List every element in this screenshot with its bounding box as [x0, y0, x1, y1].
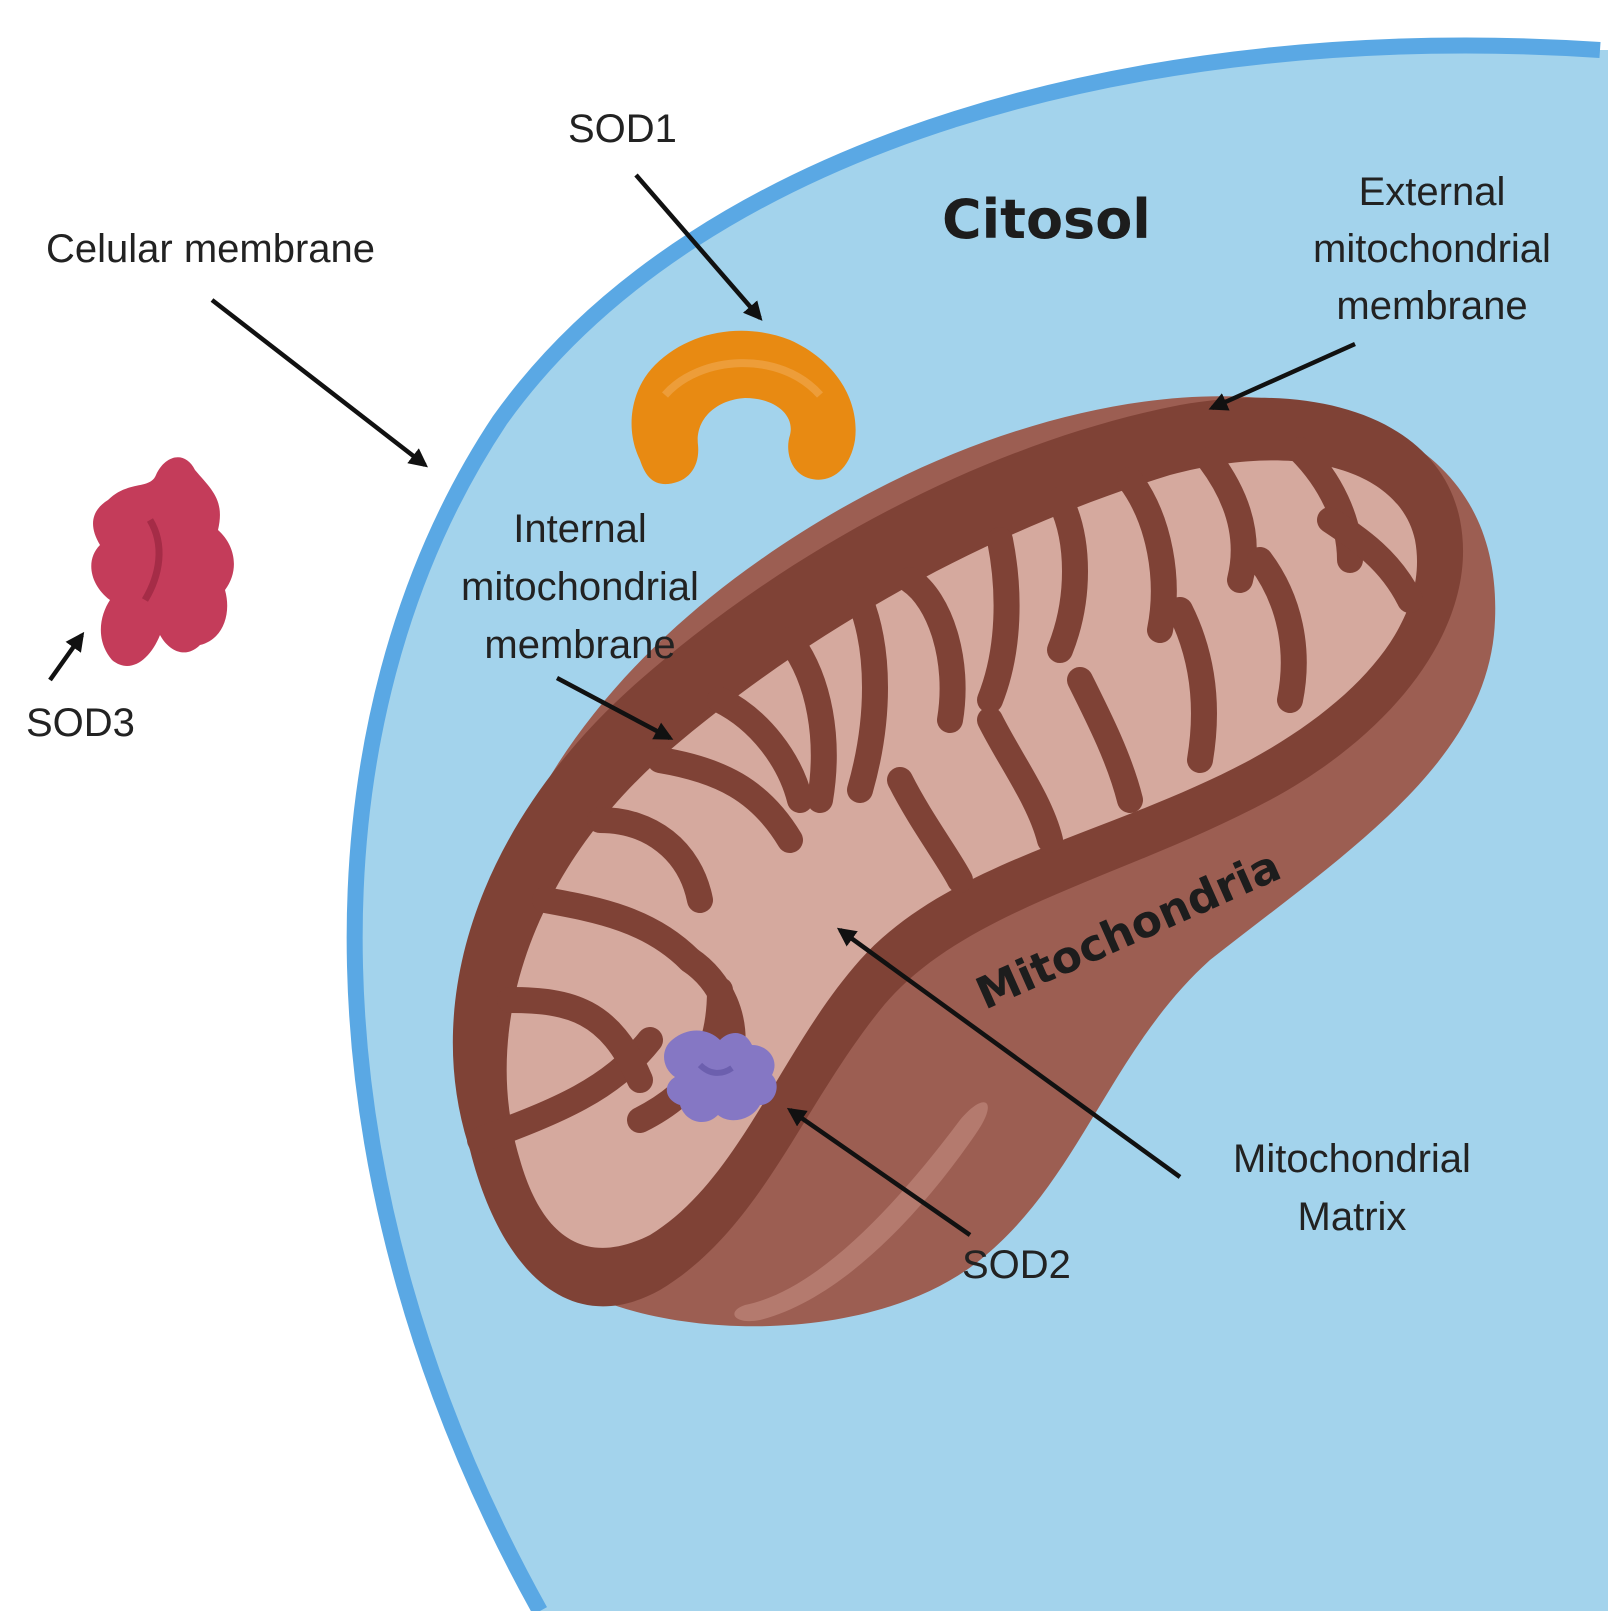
crista — [647, 747, 803, 853]
crista — [897, 567, 966, 733]
crista — [1067, 667, 1143, 813]
crista — [1047, 487, 1088, 663]
crista — [1317, 507, 1423, 613]
crista — [847, 587, 888, 803]
sod1-protein — [631, 330, 856, 485]
crista — [707, 687, 813, 813]
crista — [1117, 467, 1177, 643]
cristae — [467, 437, 1423, 1153]
arrow-internal-membrane — [555, 676, 674, 740]
internal-membrane-line-2: mitochondrial — [461, 565, 699, 609]
crista — [777, 627, 837, 813]
sod2-protein — [664, 1030, 777, 1123]
sod2-notch — [697, 1062, 734, 1076]
crista — [532, 887, 703, 973]
internal-membrane-line-3: membrane — [484, 623, 675, 667]
sod2-label: SOD2 — [962, 1243, 1071, 1287]
crista — [1247, 547, 1307, 713]
arrows — [48, 173, 1356, 1237]
sod3-label: SOD3 — [26, 701, 135, 745]
arrow-sod2 — [786, 1107, 972, 1237]
external-membrane-line-2: mitochondrial — [1313, 227, 1551, 271]
sod3-shade — [141, 518, 163, 602]
crista — [587, 807, 713, 913]
cell-membrane — [346, 37, 1601, 1611]
celular-membrane-label: Celular membrane — [46, 227, 375, 271]
external-membrane-line-3: membrane — [1336, 284, 1527, 328]
crista — [887, 767, 973, 893]
arrow-external-membrane — [1208, 341, 1356, 411]
arrow-celular-membrane — [210, 298, 428, 468]
mitochondrial-matrix-line-1: Mitochondrial — [1233, 1137, 1471, 1181]
citosol-label: Citosol — [942, 188, 1151, 251]
arrow-sod3 — [48, 631, 85, 682]
arrow-mitochondrial-matrix — [836, 927, 1182, 1179]
crista — [497, 987, 653, 1093]
crista — [1197, 447, 1257, 593]
crista — [977, 527, 1020, 713]
sod1-texture — [661, 359, 823, 398]
mitochondrion-highlight — [734, 1102, 988, 1322]
sod1-label: SOD1 — [568, 107, 677, 151]
crista — [1167, 597, 1217, 773]
sod3-protein — [91, 457, 234, 666]
internal-membrane-line-1: Internal — [513, 507, 646, 551]
mitochondrial-matrix-line-2: Matrix — [1298, 1195, 1407, 1239]
crista — [977, 707, 1063, 853]
external-membrane-line-1: External — [1359, 170, 1506, 214]
arrow-sod1 — [634, 173, 763, 321]
